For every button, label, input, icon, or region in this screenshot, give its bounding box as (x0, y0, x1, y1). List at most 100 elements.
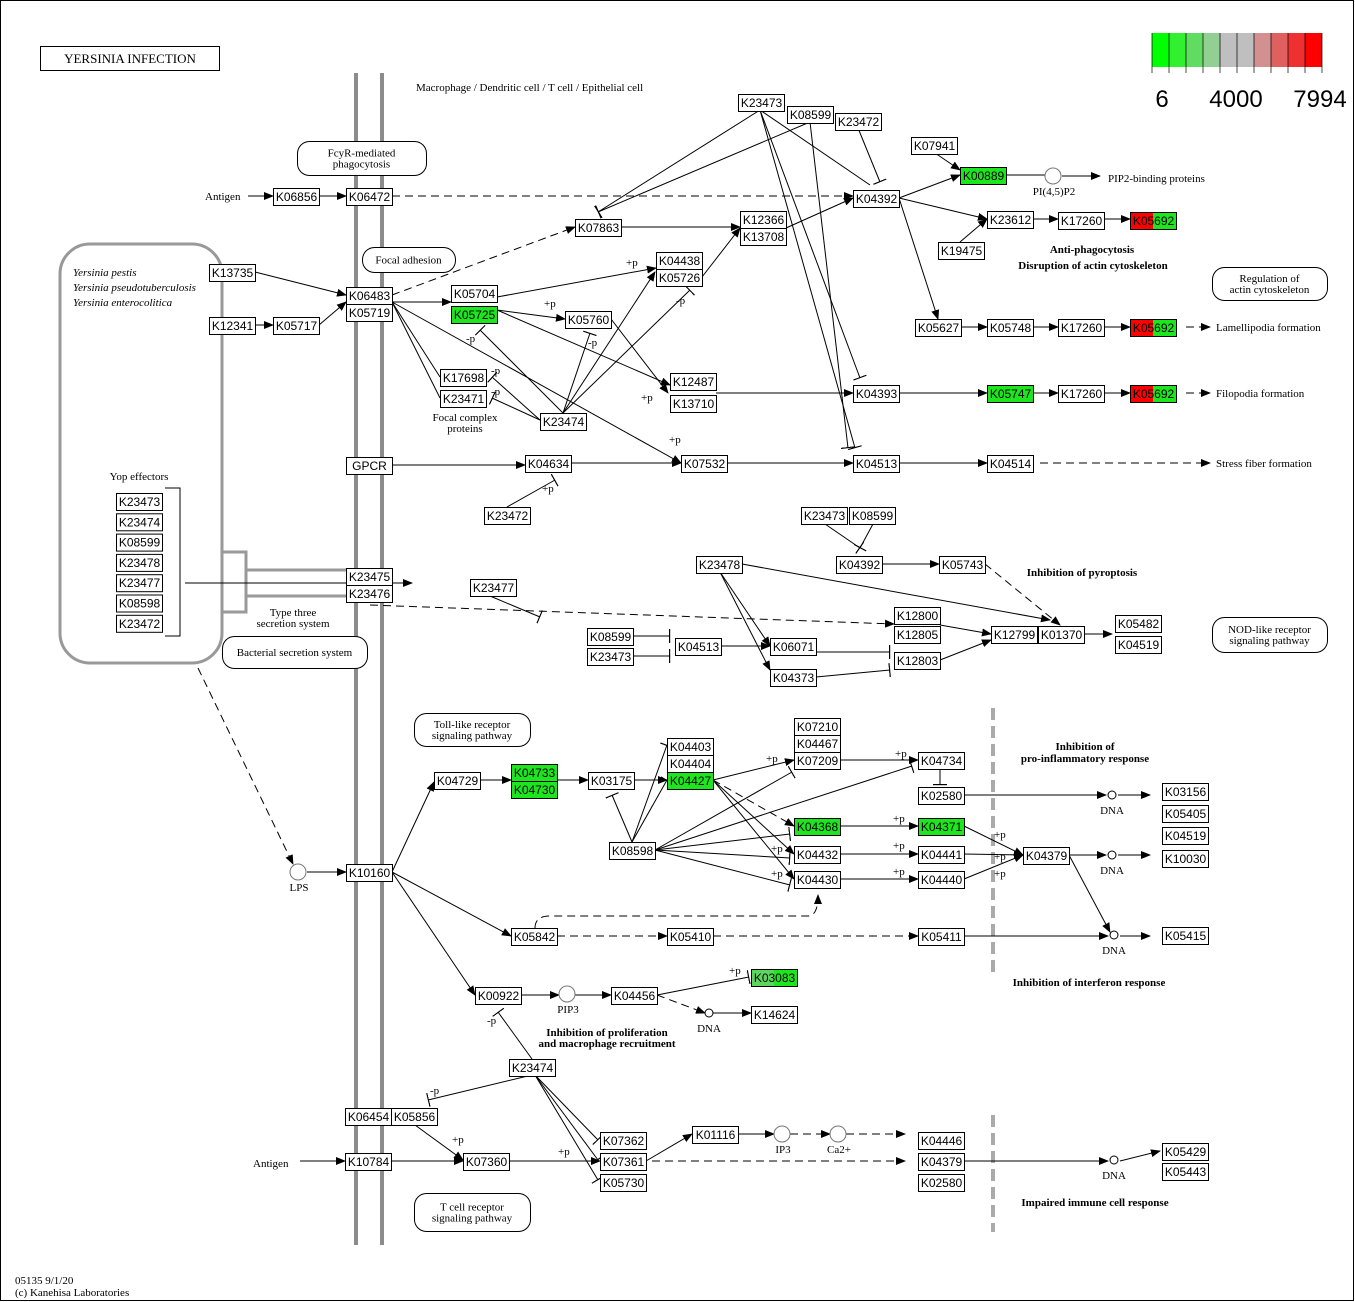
gene-node-k07532[interactable]: K07532 (681, 455, 728, 473)
gene-node-k07863[interactable]: K07863 (575, 219, 622, 237)
gene-node-k17698[interactable]: K17698 (440, 369, 487, 387)
gene-node-k23474[interactable]: K23474 (509, 1059, 556, 1077)
yop-effector-k08598[interactable]: K08598 (116, 594, 163, 613)
gene-node-k06472[interactable]: K06472 (346, 188, 393, 206)
gene-node-k23475[interactable]: K23475 (346, 568, 393, 586)
gene-node-k23473[interactable]: K23473 (801, 507, 848, 525)
gene-node-gpcr[interactable]: GPCR (346, 457, 393, 475)
compound[interactable]: PIP3 (557, 985, 579, 1016)
gene-node-k05747[interactable]: K05747 (987, 385, 1034, 403)
gene-node-k05856[interactable]: K05856 (391, 1108, 438, 1126)
gene-node-k10784[interactable]: K10784 (345, 1153, 392, 1171)
pathway-link[interactable]: Focal adhesion (362, 247, 456, 273)
gene-node-k01370[interactable]: K01370 (1038, 626, 1085, 644)
gene-node-k05692[interactable]: K05692 (1130, 319, 1177, 337)
gene-node-k04634[interactable]: K04634 (525, 455, 572, 473)
gene-node-k04513[interactable]: K04513 (675, 638, 722, 656)
gene-node-k04456[interactable]: K04456 (611, 987, 658, 1005)
gene-node-k05725[interactable]: K05725 (451, 306, 498, 324)
gene-node-k05429[interactable]: K05429 (1162, 1143, 1209, 1161)
gene-node-k23476[interactable]: K23476 (346, 585, 393, 603)
gene-node-k07210[interactable]: K07210 (794, 718, 841, 736)
gene-node-k06071[interactable]: K06071 (770, 638, 817, 656)
gene-node-k06483[interactable]: K06483 (346, 287, 393, 305)
gene-node-k10160[interactable]: K10160 (346, 864, 393, 882)
gene-node-k12799[interactable]: K12799 (991, 626, 1038, 644)
compound[interactable]: PI(4,5)P2 (1033, 167, 1075, 198)
gene-node-k06454[interactable]: K06454 (345, 1108, 392, 1126)
gene-node-k04368[interactable]: K04368 (794, 818, 841, 836)
gene-node-k23473[interactable]: K23473 (738, 94, 785, 112)
gene-node-k23472[interactable]: K23472 (835, 113, 882, 131)
gene-node-k23472[interactable]: K23472 (484, 507, 531, 525)
pathway-link[interactable]: Bacterial secretion system (222, 636, 368, 669)
compound[interactable]: IP3 (773, 1125, 791, 1156)
gene-node-k13735[interactable]: K13735 (209, 264, 256, 282)
gene-node-k12366[interactable]: K12366 (740, 211, 787, 229)
yop-effector-k23473[interactable]: K23473 (116, 493, 163, 511)
gene-node-k03175[interactable]: K03175 (588, 772, 635, 790)
gene-node-k12487[interactable]: K12487 (670, 373, 717, 391)
gene-node-k00922[interactable]: K00922 (475, 987, 522, 1005)
gene-node-k23471[interactable]: K23471 (440, 390, 487, 408)
gene-node-k05692[interactable]: K05692 (1130, 385, 1177, 403)
gene-node-k04371[interactable]: K04371 (918, 818, 965, 836)
gene-node-k04438[interactable]: K04438 (656, 252, 703, 270)
gene-node-k05704[interactable]: K05704 (451, 285, 498, 303)
gene-node-k04379[interactable]: K04379 (918, 1153, 965, 1171)
gene-node-k04733[interactable]: K04733 (511, 764, 558, 782)
gene-node-k08599[interactable]: K08599 (849, 507, 896, 525)
gene-node-k01116[interactable]: K01116 (692, 1126, 739, 1144)
gene-node-k06856[interactable]: K06856 (273, 188, 320, 206)
compound[interactable]: LPS (289, 863, 309, 894)
gene-node-k04467[interactable]: K04467 (794, 735, 841, 753)
gene-node-k05719[interactable]: K05719 (346, 304, 393, 322)
gene-node-k23612[interactable]: K23612 (987, 211, 1034, 229)
gene-node-k04440[interactable]: K04440 (918, 871, 965, 889)
gene-node-k04441[interactable]: K04441 (918, 846, 965, 864)
gene-node-k05692[interactable]: K05692 (1130, 212, 1177, 230)
gene-node-k08599[interactable]: K08599 (787, 106, 834, 124)
gene-node-k12803[interactable]: K12803 (894, 652, 941, 670)
gene-node-k12341[interactable]: K12341 (209, 317, 256, 335)
gene-node-k03083[interactable]: K03083 (751, 969, 798, 987)
gene-node-k05726[interactable]: K05726 (656, 269, 703, 287)
gene-node-k23474[interactable]: K23474 (540, 413, 587, 431)
gene-node-k05717[interactable]: K05717 (273, 317, 320, 335)
gene-node-k07360[interactable]: K07360 (463, 1153, 510, 1171)
gene-node-k04392[interactable]: K04392 (853, 190, 900, 208)
gene-node-k03156[interactable]: K03156 (1162, 783, 1209, 801)
gene-node-k04734[interactable]: K04734 (918, 752, 965, 770)
gene-node-k05410[interactable]: K05410 (667, 928, 714, 946)
yop-effector-k23478[interactable]: K23478 (116, 553, 163, 572)
gene-node-k02580[interactable]: K02580 (918, 787, 965, 805)
gene-node-k04514[interactable]: K04514 (987, 455, 1034, 473)
gene-node-k04403[interactable]: K04403 (667, 738, 714, 756)
gene-node-k14624[interactable]: K14624 (751, 1006, 798, 1024)
gene-node-k02580[interactable]: K02580 (918, 1174, 965, 1192)
gene-node-k12805[interactable]: K12805 (894, 626, 941, 644)
gene-node-k07362[interactable]: K07362 (600, 1132, 647, 1150)
yop-effector-k23474[interactable]: K23474 (116, 513, 163, 532)
gene-node-k04379[interactable]: K04379 (1023, 847, 1070, 865)
gene-node-k13708[interactable]: K13708 (740, 228, 787, 246)
gene-node-k04519[interactable]: K04519 (1162, 827, 1209, 845)
gene-node-k12800[interactable]: K12800 (894, 607, 941, 625)
yop-effector-k23477[interactable]: K23477 (116, 574, 163, 593)
gene-node-k04519[interactable]: K04519 (1115, 636, 1162, 654)
gene-node-k04446[interactable]: K04446 (918, 1132, 965, 1150)
gene-node-k19475[interactable]: K19475 (938, 242, 985, 260)
compound[interactable]: Ca2+ (827, 1125, 851, 1156)
gene-node-k04730[interactable]: K04730 (511, 781, 558, 799)
gene-node-k08598[interactable]: K08598 (609, 842, 656, 860)
gene-node-k13710[interactable]: K13710 (670, 395, 717, 413)
gene-node-k05842[interactable]: K05842 (511, 928, 558, 946)
gene-node-k04729[interactable]: K04729 (434, 772, 481, 790)
gene-node-k04430[interactable]: K04430 (794, 871, 841, 889)
gene-node-k07361[interactable]: K07361 (600, 1153, 647, 1171)
gene-node-k07209[interactable]: K07209 (794, 752, 841, 770)
gene-node-k04392[interactable]: K04392 (836, 556, 883, 574)
